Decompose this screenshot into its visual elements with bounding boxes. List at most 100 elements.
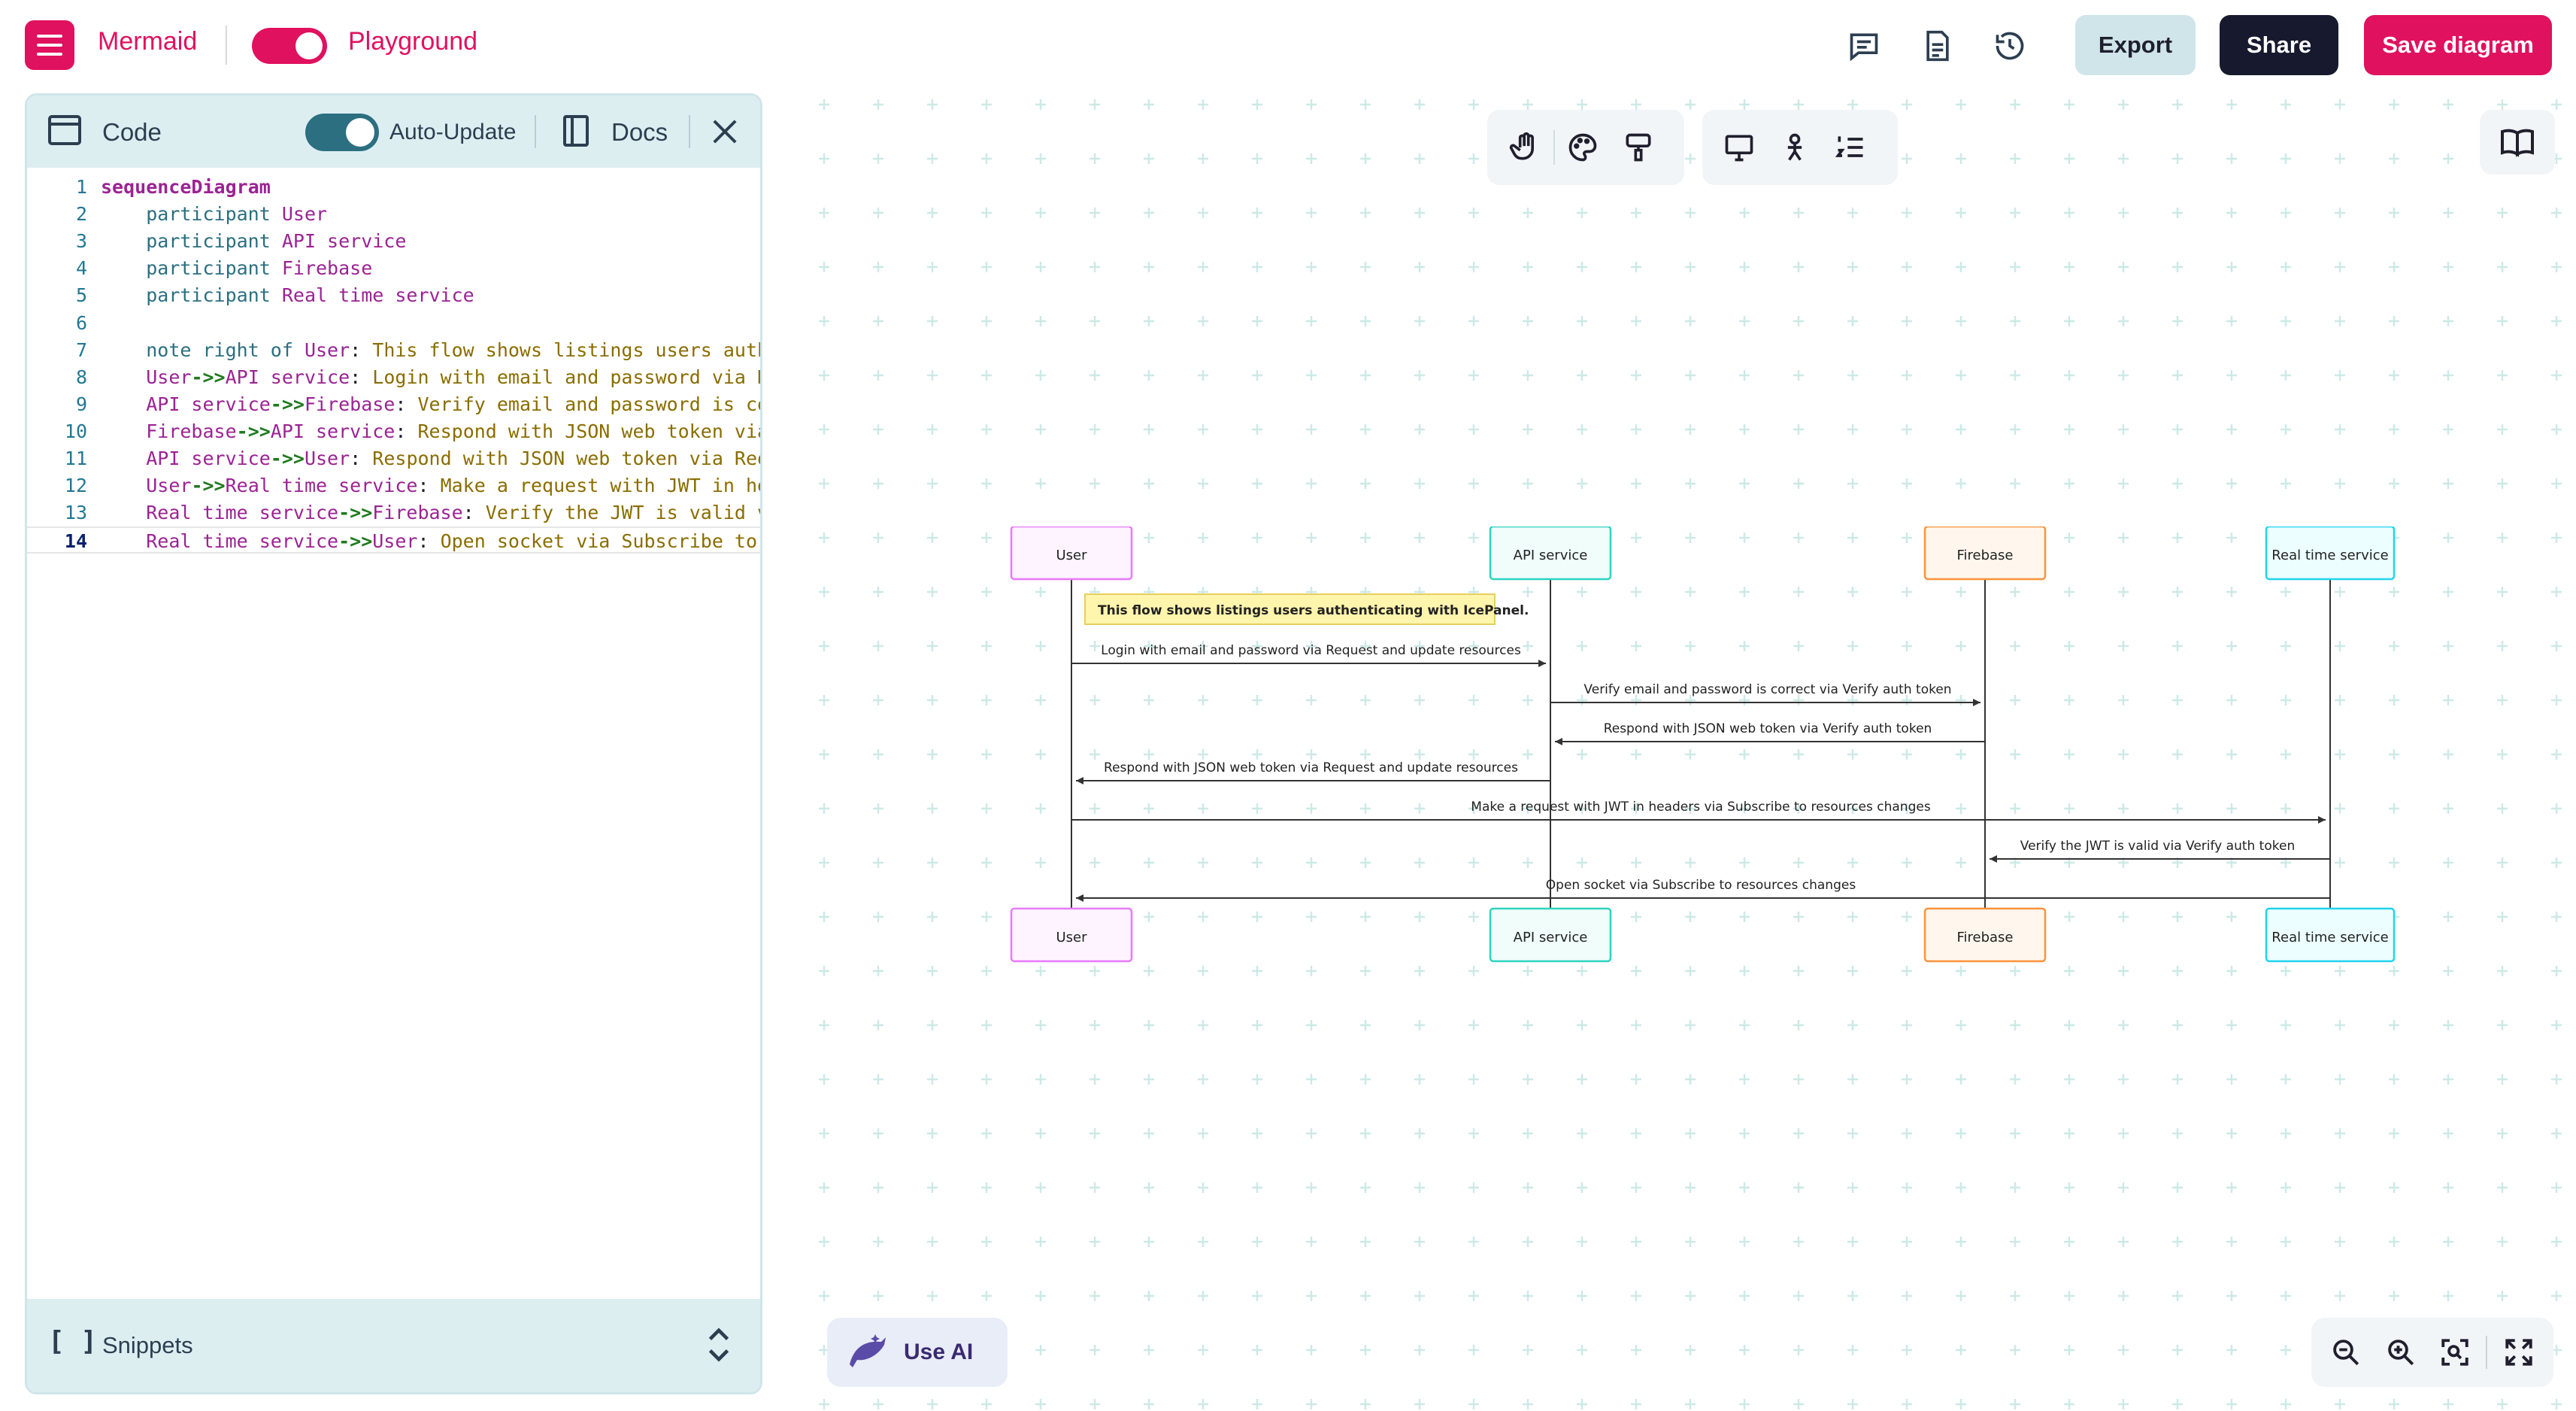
header-separator bbox=[535, 115, 536, 148]
participant-box[interactable] bbox=[1923, 907, 2047, 963]
participant-box[interactable] bbox=[1010, 907, 1133, 963]
code-line[interactable]: 6 bbox=[27, 310, 760, 337]
paint-roller-icon[interactable] bbox=[1611, 120, 1666, 175]
actor-icon[interactable] bbox=[1767, 120, 1823, 175]
snippets-bar[interactable]: [ ] Snippets bbox=[27, 1299, 760, 1392]
message-label: Verify the JWT is valid via Verify auth … bbox=[2020, 839, 2295, 854]
code-text: note right of User: This flow shows list… bbox=[146, 338, 760, 361]
canvas-toolbar-left bbox=[1487, 110, 1684, 185]
history-icon[interactable] bbox=[1990, 26, 2030, 66]
presentation-icon[interactable] bbox=[1711, 120, 1767, 175]
line-number: 14 bbox=[64, 530, 87, 553]
open-book-icon bbox=[2501, 129, 2534, 157]
line-number: 2 bbox=[75, 203, 87, 226]
participant-label: Firebase bbox=[1956, 548, 2013, 563]
participant-label: Firebase bbox=[1956, 930, 2013, 945]
toolbar-separator bbox=[1553, 130, 1555, 165]
note-box[interactable] bbox=[1084, 593, 1496, 625]
line-number: 4 bbox=[75, 257, 87, 280]
header-separator bbox=[689, 115, 690, 148]
code-icon bbox=[48, 115, 81, 145]
code-line[interactable]: 4 participant Firebase bbox=[27, 255, 760, 282]
code-text: User->>API service: Login with email and… bbox=[146, 366, 760, 388]
code-line[interactable]: 11 API service->>User: Respond with JSON… bbox=[27, 445, 760, 472]
export-button[interactable]: Export bbox=[2075, 15, 2196, 75]
message-label: Open socket via Subscribe to resources c… bbox=[1546, 878, 1856, 893]
use-ai-label: Use AI bbox=[904, 1340, 974, 1364]
code-line[interactable]: 14 Real time service->>User: Open socket… bbox=[27, 526, 760, 554]
code-text: participant User bbox=[146, 203, 328, 226]
participant-box[interactable] bbox=[1010, 526, 1133, 581]
code-line[interactable]: 3 participant API service bbox=[27, 228, 760, 255]
menu-button[interactable] bbox=[25, 20, 74, 70]
brand-name[interactable]: Mermaid bbox=[98, 27, 198, 56]
participant-label: Real time service bbox=[2271, 930, 2388, 945]
code-line[interactable]: 8 User->>API service: Login with email a… bbox=[27, 364, 760, 391]
close-icon[interactable] bbox=[711, 118, 738, 145]
document-icon[interactable] bbox=[1917, 26, 1958, 66]
participant-box[interactable] bbox=[1923, 526, 2047, 581]
message-label: Respond with JSON web token via Verify a… bbox=[1604, 721, 1932, 736]
message-label: Make a request with JWT in headers via S… bbox=[1471, 800, 1931, 815]
line-number: 12 bbox=[64, 475, 87, 497]
playground-toggle[interactable] bbox=[252, 28, 327, 64]
code-text: API service->>User: Respond with JSON we… bbox=[146, 448, 760, 469]
use-ai-button[interactable]: Use AI bbox=[827, 1318, 1008, 1387]
code-line[interactable]: 7 note right of User: This flow shows li… bbox=[27, 337, 760, 364]
participant-box[interactable] bbox=[2265, 526, 2396, 581]
docs-link[interactable]: Docs bbox=[611, 118, 668, 146]
zoom-separator bbox=[2486, 1336, 2488, 1369]
playground-label: Playground bbox=[348, 27, 478, 56]
numbered-list-icon[interactable] bbox=[1823, 120, 1878, 175]
zoom-in-icon[interactable] bbox=[2377, 1329, 2424, 1376]
participant-box[interactable] bbox=[1489, 907, 1612, 963]
participant-label: API service bbox=[1514, 548, 1588, 563]
code-line[interactable]: 12 User->>Real time service: Make a requ… bbox=[27, 472, 760, 499]
participant-label: API service bbox=[1514, 930, 1588, 945]
line-number: 3 bbox=[75, 230, 87, 253]
code-text: participant API service bbox=[146, 230, 407, 253]
auto-update-toggle[interactable] bbox=[305, 114, 379, 151]
save-diagram-button[interactable]: Save diagram bbox=[2364, 15, 2552, 75]
code-text: participant Firebase bbox=[146, 257, 373, 280]
canvas-grid bbox=[788, 93, 2576, 1411]
code-text: participant Real time service bbox=[146, 284, 474, 307]
line-number: 6 bbox=[75, 311, 87, 334]
code-text: Real time service->>Firebase: Verify the… bbox=[146, 502, 760, 524]
editor-title: Code bbox=[102, 118, 162, 146]
zoom-controls bbox=[2311, 1318, 2553, 1387]
hand-pan-icon[interactable] bbox=[1498, 120, 1553, 175]
fullscreen-icon[interactable] bbox=[2496, 1329, 2542, 1376]
code-line[interactable]: 10 Firebase->>API service: Respond with … bbox=[27, 418, 760, 445]
snippets-label: Snippets bbox=[102, 1332, 193, 1358]
code-text: Real time service->>User: Open socket vi… bbox=[146, 530, 758, 553]
zoom-fit-icon[interactable] bbox=[2432, 1329, 2478, 1376]
line-number: 1 bbox=[75, 176, 87, 198]
line-number: 8 bbox=[75, 366, 87, 388]
code-text: API service->>Firebase: Verify email and… bbox=[146, 393, 760, 415]
code-line[interactable]: 5 participant Real time service bbox=[27, 282, 760, 309]
code-line[interactable]: 2 participant User bbox=[27, 201, 760, 228]
open-book-button[interactable] bbox=[2480, 110, 2555, 174]
share-button[interactable]: Share bbox=[2220, 15, 2338, 75]
participant-box[interactable] bbox=[2265, 907, 2396, 963]
line-number: 5 bbox=[75, 284, 87, 307]
comment-icon[interactable] bbox=[1844, 26, 1884, 66]
participant-label: Real time service bbox=[2271, 548, 2388, 563]
zoom-out-icon[interactable] bbox=[2323, 1329, 2369, 1376]
code-line[interactable]: 9 API service->>Firebase: Verify email a… bbox=[27, 391, 760, 418]
palette-icon[interactable] bbox=[1555, 120, 1611, 175]
participant-box[interactable] bbox=[1489, 526, 1612, 581]
code-line[interactable]: 13 Real time service->>Firebase: Verify … bbox=[27, 499, 760, 526]
line-number: 9 bbox=[75, 393, 87, 415]
book-icon[interactable] bbox=[563, 115, 589, 147]
chevron-up-down-icon[interactable] bbox=[704, 1326, 734, 1364]
message-label: Respond with JSON web token via Request … bbox=[1104, 760, 1518, 775]
canvas-toolbar-right bbox=[1702, 110, 1898, 185]
participant-label: User bbox=[1056, 548, 1087, 563]
brackets-icon: [ ] bbox=[48, 1326, 98, 1357]
